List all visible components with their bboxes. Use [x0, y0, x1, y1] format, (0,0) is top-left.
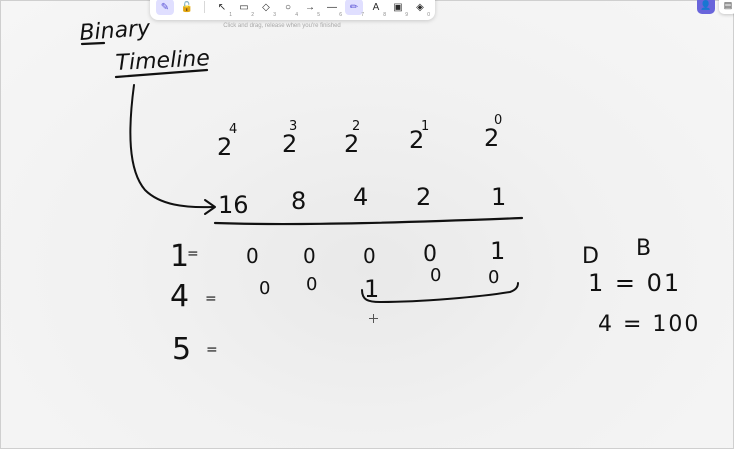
diamond-tool-icon: ◇ — [262, 1, 270, 13]
power-base-0: 2 — [484, 124, 499, 152]
tool-shortcut-key: 4 — [295, 12, 298, 18]
place-value-4: 4 — [353, 183, 368, 211]
tool-hint: Click and drag, release when you're fini… — [223, 23, 341, 29]
bit-1-1: 0 — [303, 244, 316, 268]
lock-tool[interactable]: 🔓 — [178, 0, 196, 15]
pen-mode-tool-icon: ✎ — [160, 1, 170, 13]
tool-shortcut-key: 7 — [361, 12, 364, 18]
power-base-3: 2 — [282, 130, 297, 158]
eraser-tool-icon: ◈ — [416, 1, 424, 13]
power-exp-1: 1 — [421, 119, 429, 134]
ellipse-tool[interactable]: ○4 — [279, 0, 298, 19]
arrow-tool[interactable]: →5 — [301, 0, 320, 19]
eraser-tool[interactable]: ◈0 — [411, 0, 430, 19]
tool-shortcut-key: 8 — [383, 12, 386, 18]
place-value-2: 2 — [416, 183, 431, 211]
bit-1-3: 0 — [423, 242, 437, 267]
row-labels: 1 = 4 = 5 = — [170, 239, 218, 367]
rectangle-tool-icon: ▭ — [239, 1, 249, 13]
bit-4-2: 1 — [364, 275, 379, 303]
title-binary-underline — [80, 41, 106, 46]
selection-tool[interactable]: ↖1 — [213, 0, 232, 19]
header-decimal: D — [582, 244, 599, 269]
place-value-1: 1 — [491, 183, 506, 211]
row-eq-4: = — [205, 291, 217, 307]
image-tool[interactable]: ▣9 — [389, 0, 408, 19]
lock-tool-icon: 🔓 — [180, 1, 194, 13]
line-tool-icon: — — [327, 1, 337, 13]
bit-4-3: 0 — [430, 265, 441, 286]
title-binary: Binary — [79, 16, 152, 46]
powers-row: 2 4 2 3 2 2 2 1 2 0 — [217, 113, 502, 161]
image-tool-icon: ▣ — [393, 1, 403, 13]
arrow-tool-icon: → — [305, 1, 315, 13]
tool-shortcut-key: 2 — [251, 12, 254, 18]
draw-tool[interactable]: ✏7 — [345, 0, 364, 18]
place-value-16: 16 — [218, 191, 249, 219]
bits-row-1: 0 0 0 0 1 — [246, 237, 505, 268]
cursor-crosshair — [369, 314, 378, 323]
bit-1-4: 1 — [490, 237, 505, 265]
bits-row-4: 0 0 1 0 0 — [259, 265, 499, 303]
line-tool[interactable]: —6 — [323, 0, 342, 19]
tool-shortcut-key: 0 — [427, 12, 430, 18]
bit-4-0: 0 — [259, 278, 270, 299]
tool-shortcut-key: 1 — [229, 12, 232, 18]
tool-shortcut-key: 5 — [317, 12, 320, 18]
header-binary: B — [636, 236, 651, 261]
rectangle-tool[interactable]: ▭2 — [235, 0, 254, 19]
user-icon[interactable]: 👤 — [697, 0, 715, 14]
row-label-5: 5 — [172, 332, 191, 367]
library-icon[interactable]: ▤ — [719, 0, 734, 14]
ellipse-tool-icon: ○ — [284, 1, 292, 13]
pen-mode-tool[interactable]: ✎ — [156, 0, 174, 15]
row-eq-5: = — [206, 342, 218, 358]
row-label-1: 1 — [170, 239, 189, 274]
bits-row-4-bracket — [361, 282, 519, 303]
row-label-4: 4 — [170, 279, 189, 314]
bit-1-2: 0 — [363, 244, 376, 268]
bit-4-4: 0 — [488, 267, 499, 288]
power-base-2: 2 — [344, 130, 359, 158]
place-value-8: 8 — [291, 187, 306, 215]
power-exp-2: 2 — [352, 119, 360, 134]
tool-shortcut-key: 9 — [405, 12, 408, 18]
tool-shortcut-key: 6 — [339, 12, 342, 18]
title-timeline-underline — [114, 68, 209, 79]
place-values-underline — [213, 216, 524, 226]
bit-4-1: 0 — [306, 274, 317, 295]
draw-tool-icon: ✏ — [349, 1, 359, 13]
decimal-binary-table: D B 1 = 01 4 = 100 — [582, 236, 700, 337]
power-exp-4: 4 — [229, 122, 237, 137]
power-exp-0: 0 — [494, 113, 502, 128]
power-exp-3: 3 — [289, 119, 297, 134]
power-base-4: 2 — [217, 133, 232, 161]
arrow-head — [204, 199, 216, 215]
power-base-1: 2 — [409, 126, 424, 154]
table-row-1: 1 = 01 — [588, 269, 681, 297]
toolbar-separator — [204, 1, 205, 13]
arrow-title-to-place-values — [129, 84, 214, 209]
row-eq-1: = — [187, 246, 199, 262]
table-row-4: 4 = 100 — [598, 312, 700, 337]
selection-tool-icon: ↖ — [217, 1, 227, 13]
place-values-row: 16 8 4 2 1 — [218, 183, 506, 219]
bit-1-0: 0 — [246, 244, 259, 268]
diamond-tool[interactable]: ◇3 — [257, 0, 276, 19]
text-tool-icon: A — [372, 1, 380, 13]
tool-shortcut-key: 3 — [273, 12, 276, 18]
